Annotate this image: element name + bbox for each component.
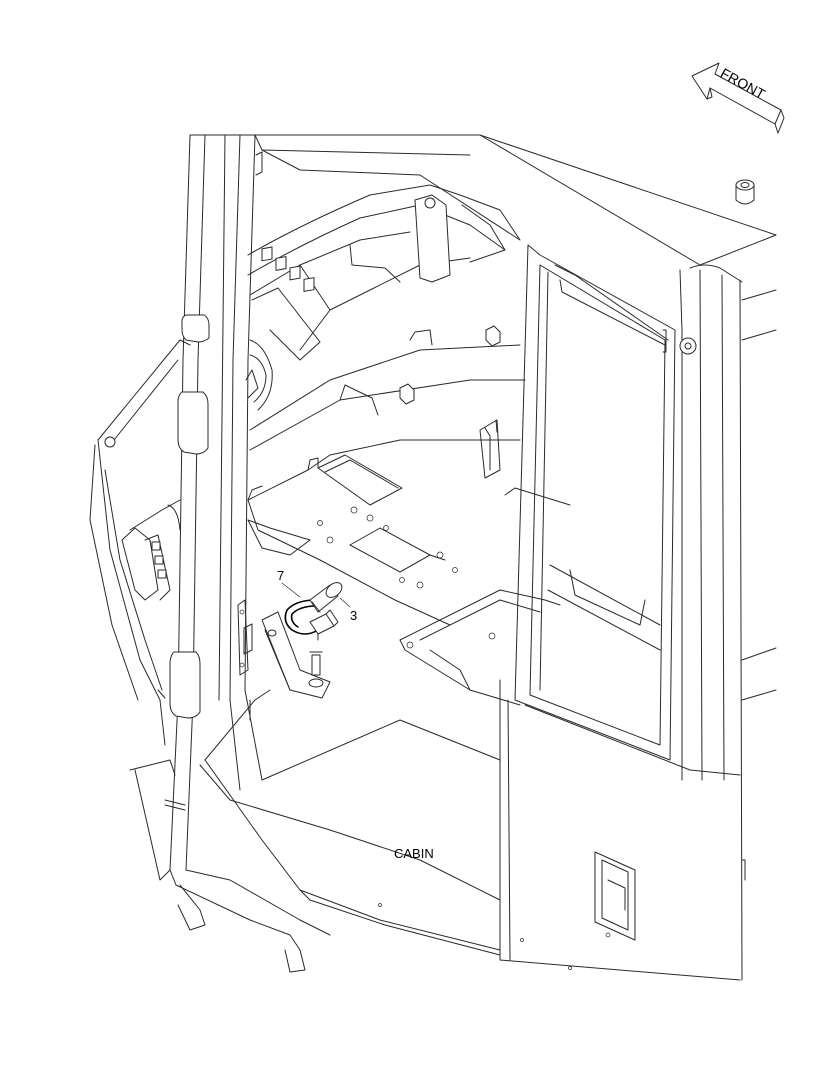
- lamp-connector: [325, 582, 343, 598]
- cabin-lower-body: [164, 679, 746, 981]
- section-label: CABIN: [394, 846, 434, 861]
- callout-3: 3: [350, 608, 357, 623]
- left-door-pillar: [169, 134, 263, 871]
- roof-mount-cylinder: [735, 179, 755, 191]
- wire-harness: [284, 599, 319, 635]
- switch-2: [275, 256, 287, 271]
- switch-3: [289, 265, 301, 281]
- door-hinges: [237, 599, 253, 676]
- cabin-roof: [189, 134, 777, 283]
- mount-washer: [308, 678, 324, 688]
- instrument-console: [245, 184, 526, 451]
- cabin-floor-plate: [247, 325, 571, 706]
- switch-1: [261, 246, 273, 262]
- left-door-panel: [89, 339, 191, 881]
- callout-7: 7: [277, 568, 284, 583]
- switch-4: [303, 277, 315, 292]
- front-direction-arrow: FRONT: [691, 62, 785, 134]
- right-door-pillar: [679, 269, 777, 981]
- right-window-frame: [514, 244, 676, 761]
- light-harness-assembly: 7 3: [261, 568, 357, 699]
